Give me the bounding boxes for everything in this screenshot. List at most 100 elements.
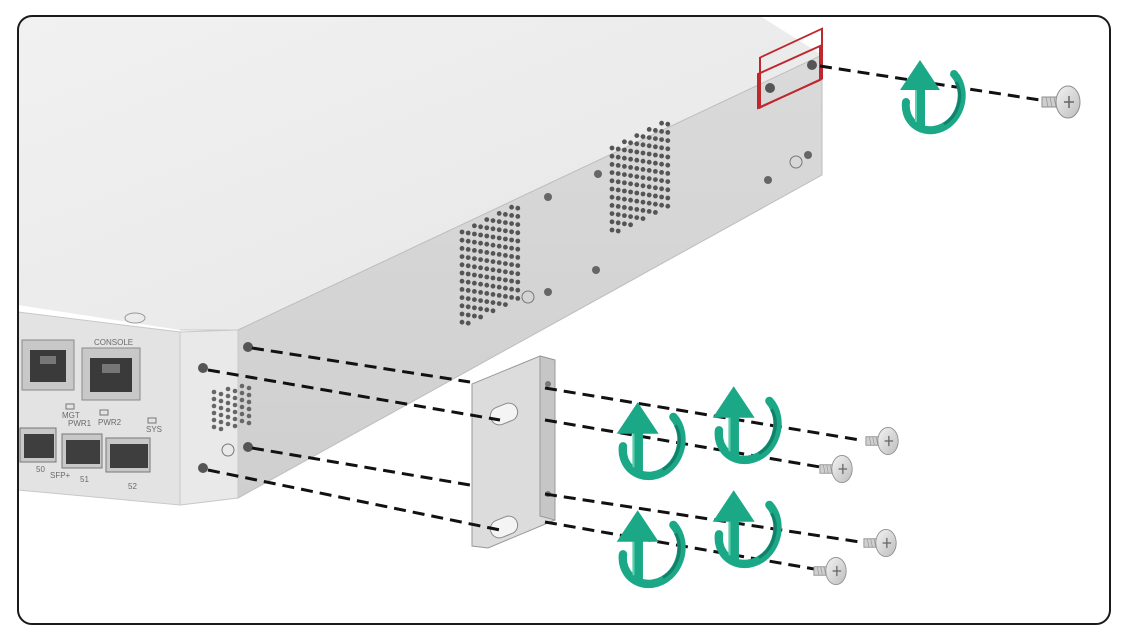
screw-group bbox=[813, 85, 1081, 586]
vent-hole bbox=[484, 266, 490, 272]
vent-hole bbox=[622, 139, 627, 145]
port-50-label: 50 bbox=[36, 465, 45, 474]
vent-hole bbox=[634, 215, 640, 221]
vent-hole bbox=[515, 214, 521, 219]
vent-hole bbox=[239, 390, 245, 396]
vent-hole bbox=[472, 256, 477, 261]
vent-hole bbox=[465, 296, 471, 301]
vent-hole bbox=[465, 320, 471, 326]
vent-hole bbox=[609, 194, 615, 200]
vent-hole bbox=[232, 409, 238, 415]
vent-hole bbox=[665, 121, 671, 127]
vent-hole bbox=[472, 272, 477, 278]
vent-hole bbox=[609, 162, 615, 167]
vent-hole bbox=[640, 150, 646, 156]
vent-hole bbox=[459, 237, 465, 243]
sfp-port-group bbox=[19, 427, 151, 473]
vent-hole bbox=[628, 181, 633, 187]
vent-hole bbox=[232, 416, 238, 422]
vent-hole bbox=[634, 149, 640, 155]
vent-hole bbox=[465, 312, 471, 318]
vent-hole bbox=[659, 194, 664, 200]
vent-hole bbox=[465, 238, 471, 244]
vent-hole bbox=[459, 270, 465, 276]
vent-hole bbox=[646, 126, 652, 132]
vent-hole bbox=[509, 213, 514, 218]
vent-hole bbox=[628, 197, 633, 203]
vent-hole bbox=[490, 300, 496, 305]
vent-hole bbox=[496, 219, 502, 225]
vent-hole bbox=[472, 248, 477, 253]
vent-hole bbox=[484, 250, 490, 255]
port-51-label: 51 bbox=[80, 475, 89, 484]
vent-hole bbox=[634, 207, 640, 212]
vent-hole bbox=[509, 237, 514, 243]
vent-hole bbox=[646, 192, 652, 198]
vent-hole bbox=[478, 298, 483, 303]
vent-hole bbox=[496, 301, 502, 306]
vent-hole bbox=[515, 238, 521, 244]
vent-hole bbox=[459, 295, 465, 300]
vent-hole bbox=[515, 246, 521, 252]
vent-hole bbox=[665, 203, 671, 209]
vent-hole bbox=[484, 233, 490, 239]
vent-hole bbox=[509, 245, 514, 251]
vent-hole bbox=[478, 281, 483, 287]
mounting-bracket bbox=[471, 355, 556, 549]
vent-hole bbox=[509, 270, 514, 276]
vent-hole bbox=[628, 206, 633, 211]
vent-hole bbox=[459, 319, 465, 325]
vent-hole bbox=[472, 313, 477, 319]
vent-hole bbox=[478, 257, 483, 262]
vent-hole bbox=[609, 170, 615, 176]
vent-hole bbox=[659, 161, 664, 167]
vent-hole bbox=[246, 385, 252, 391]
top-ground-mark bbox=[124, 312, 146, 324]
vent-hole bbox=[503, 236, 508, 242]
vent-hole bbox=[484, 258, 490, 263]
vent-hole bbox=[628, 165, 633, 170]
vent-hole bbox=[472, 264, 477, 270]
vent-hole bbox=[659, 137, 664, 143]
vent-hole bbox=[622, 172, 627, 178]
vent-hole bbox=[465, 247, 471, 252]
vent-hole bbox=[659, 178, 664, 184]
vent-hole bbox=[490, 259, 496, 264]
vent-hole bbox=[218, 391, 224, 397]
vent-hole bbox=[211, 396, 217, 402]
vent-hole bbox=[496, 243, 502, 249]
chassis-corner bbox=[179, 329, 239, 506]
vent-hole bbox=[653, 169, 658, 174]
vent-hole bbox=[503, 277, 508, 283]
vent-hole bbox=[465, 230, 471, 236]
vent-hole bbox=[609, 227, 615, 233]
vent-hole bbox=[503, 285, 508, 291]
vent-hole bbox=[515, 279, 521, 285]
vent-hole bbox=[239, 411, 245, 417]
vent-hole bbox=[634, 174, 640, 180]
vent-hole bbox=[478, 224, 483, 230]
vent-hole bbox=[484, 241, 490, 247]
clockwise-rotation-arrow-icon bbox=[616, 402, 686, 480]
phillips-screw-icon bbox=[865, 426, 899, 456]
vent-hole bbox=[225, 400, 231, 406]
vent-hole bbox=[465, 255, 471, 260]
vent-hole bbox=[496, 211, 502, 216]
vent-hole bbox=[615, 187, 621, 193]
vent-hole bbox=[609, 153, 615, 159]
vent-hole bbox=[515, 255, 521, 260]
vent-hole bbox=[622, 180, 627, 186]
vent-hole bbox=[634, 198, 640, 204]
vent-hole bbox=[665, 162, 671, 168]
vent-hole bbox=[628, 173, 633, 179]
vent-hole bbox=[478, 265, 483, 271]
vent-hole bbox=[496, 268, 502, 274]
chassis-top bbox=[18, 16, 822, 330]
vent-hole bbox=[646, 143, 652, 149]
vent-hole bbox=[225, 407, 231, 413]
vent-hole bbox=[640, 199, 646, 205]
vent-hole bbox=[665, 179, 671, 185]
vent-hole bbox=[218, 405, 224, 411]
vent-hole bbox=[484, 291, 490, 296]
vent-hole bbox=[615, 171, 621, 177]
